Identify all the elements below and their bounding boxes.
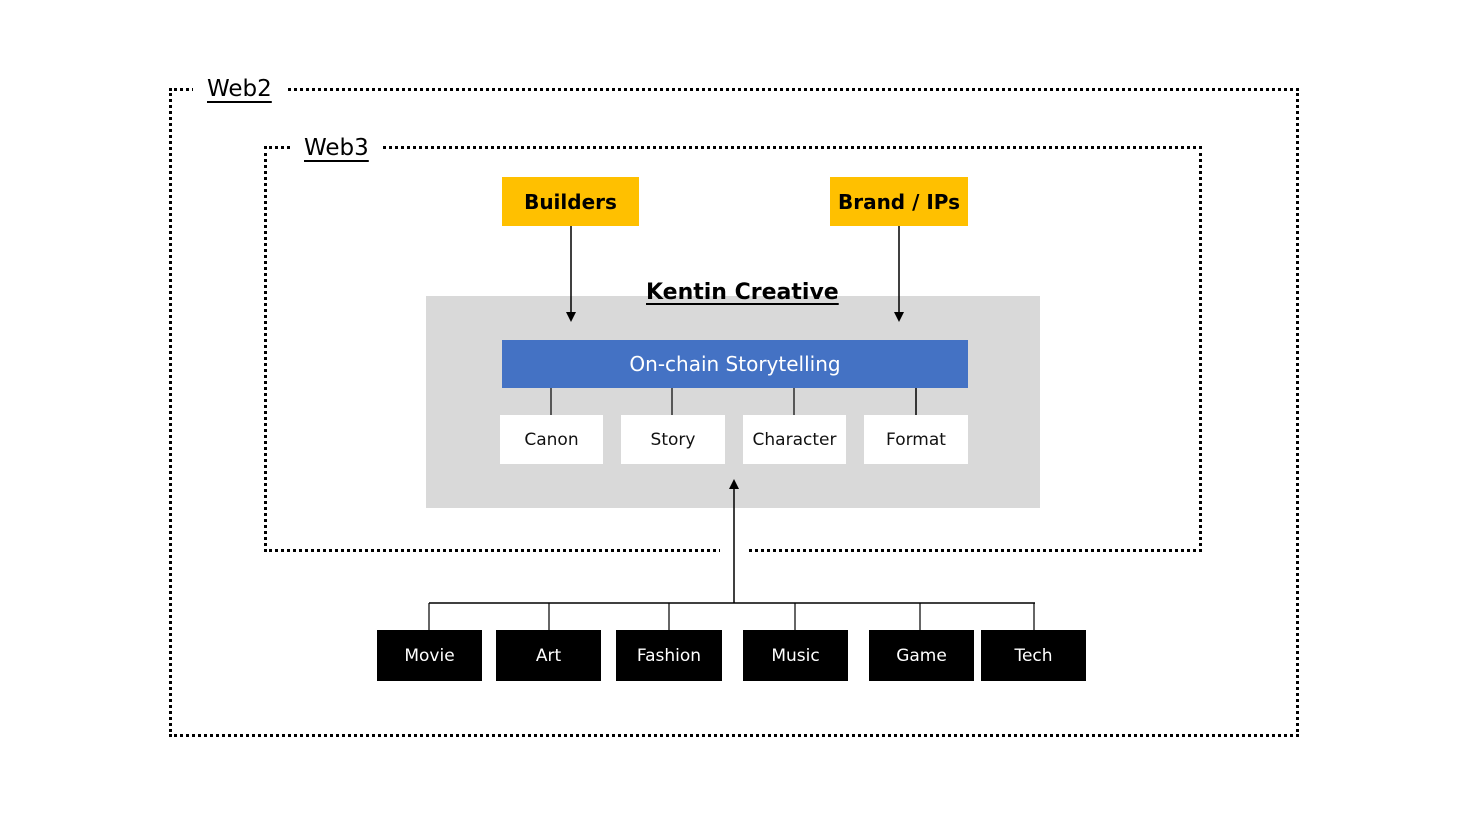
web2-label: Web2 bbox=[193, 74, 286, 104]
builders-box: Builders bbox=[502, 177, 639, 226]
on-chain-storytelling-bar: On-chain Storytelling bbox=[502, 340, 968, 388]
source-art: Art bbox=[496, 630, 601, 681]
builders-arrowhead bbox=[566, 312, 576, 322]
component-story: Story bbox=[621, 415, 725, 464]
component-format: Format bbox=[864, 415, 968, 464]
component-canon: Canon bbox=[500, 415, 603, 464]
web2-frame bbox=[169, 88, 1299, 737]
kentin-creative-title: Kentin Creative bbox=[646, 280, 839, 305]
source-tech: Tech bbox=[981, 630, 1086, 681]
source-movie: Movie bbox=[377, 630, 482, 681]
source-music: Music bbox=[743, 630, 848, 681]
brand-ips-box: Brand / IPs bbox=[830, 177, 968, 226]
kentin-creative-panel bbox=[426, 296, 1040, 508]
web3-label: Web3 bbox=[290, 133, 383, 163]
sources-arrowhead bbox=[729, 479, 739, 489]
source-game: Game bbox=[869, 630, 974, 681]
source-fashion: Fashion bbox=[616, 630, 722, 681]
brand-arrowhead bbox=[894, 312, 904, 322]
component-character: Character bbox=[743, 415, 846, 464]
